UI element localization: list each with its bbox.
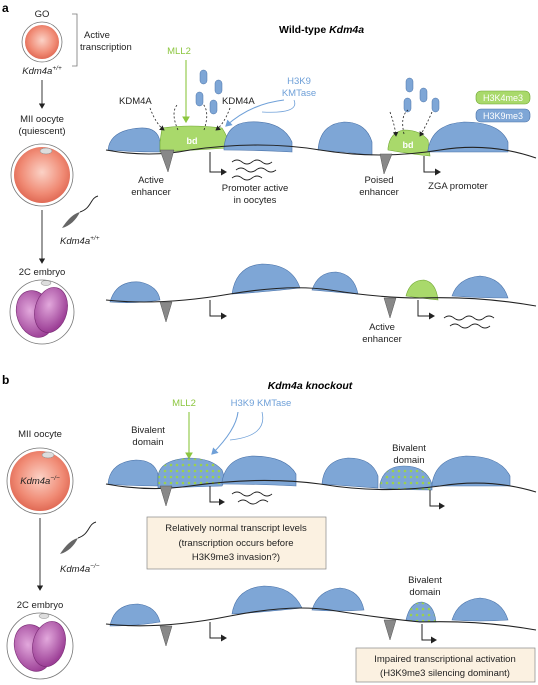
promoter-active-2: in oocytes <box>234 195 277 206</box>
kmtase-label-b: H3K9 KMTase <box>231 398 292 409</box>
mii-label-2: (quiescent) <box>19 126 66 137</box>
panel-a-label: a <box>2 1 9 15</box>
sperm-b <box>60 521 97 554</box>
active-transcription-label-2: transcription <box>80 42 132 53</box>
chromatin-b-bottom <box>105 585 537 647</box>
cell-genotype-b: Kdm4a−/− <box>20 475 60 487</box>
go-oocyte <box>21 21 63 63</box>
legend-h3k4me3-swatch <box>475 90 531 105</box>
chromatin-b-top <box>105 455 537 507</box>
transcripts-b1 <box>231 491 273 505</box>
active-transcription-label-1: Active <box>84 30 110 41</box>
box1-line-1: Relatively normal transcript levels <box>165 523 307 534</box>
promoter-arrow-b4 <box>421 624 437 644</box>
kdm4a-left-label: KDM4A <box>119 96 152 107</box>
poised-enhancer-1: Poised <box>364 175 393 186</box>
promoter-arrow-b1 <box>209 486 225 506</box>
kmtase-arrow-a2 <box>261 99 296 113</box>
poised-enhancer-2: enhancer <box>359 187 399 198</box>
panel-b-label: b <box>2 373 9 387</box>
panel-b-title: Kdm4a knockout <box>268 380 353 392</box>
promoter-arrow-a4 <box>417 300 435 320</box>
bivalent-mid-1: Bivalent <box>392 443 426 454</box>
mii-label-b: MII oocyte <box>18 429 62 440</box>
active-transcription-bracket <box>72 13 78 67</box>
promoter-arrow-b2 <box>429 490 445 510</box>
box1-line-3: H3K9me3 invasion?) <box>192 552 280 563</box>
bivalent-left-2: domain <box>132 437 163 448</box>
active-enhancer-a2-1: Active <box>369 322 395 333</box>
twoc-embryo-b <box>6 612 74 680</box>
legend-h3k9me3-label: H3K9me3 <box>483 111 523 121</box>
genotype-label: Kdm4a+/+ <box>22 65 62 77</box>
legend-h3k9me3-swatch <box>475 108 531 123</box>
bivalent-low-1: Bivalent <box>408 575 442 586</box>
active-enhancer-a2-2: enhancer <box>362 334 402 345</box>
go-label: GO <box>35 9 50 20</box>
mii-oocyte <box>10 143 74 207</box>
mll2-label-b: MLL2 <box>172 398 196 409</box>
kdm4a-dashed-arrows <box>149 103 433 137</box>
h3k9me3-marks-a <box>195 69 440 115</box>
box1-line-2: (transcription occurs before <box>178 538 293 549</box>
sperm-genotype-a: Kdm4a+/+ <box>60 235 100 247</box>
box2-line-2: (H3K9me3 silencing dominant) <box>380 668 510 679</box>
sperm-genotype-b: Kdm4a−/− <box>60 563 100 575</box>
twoc-embryo-a <box>9 279 75 345</box>
transcripts-a1 <box>231 159 277 181</box>
mll2-label-a: MLL2 <box>167 46 191 57</box>
kmtase-arrow-a <box>225 99 285 127</box>
legend-h3k4me3-label: H3K4me3 <box>483 93 523 103</box>
bd-label-2: bd <box>403 140 414 150</box>
kmtase-label-a-2: KMTase <box>282 88 316 99</box>
bivalent-low-2: domain <box>409 587 440 598</box>
kmtase-arrow-b <box>211 411 239 455</box>
kmtase-label-a-1: H3K9 <box>287 76 311 87</box>
panel-a-title: Wild-type Kdm4a <box>279 24 364 36</box>
zga-promoter-label: ZGA promoter <box>428 181 488 192</box>
sperm-a <box>62 195 99 228</box>
promoter-arrow-b3 <box>209 622 227 642</box>
active-enhancer-a-1: Active <box>138 175 164 186</box>
mii-label-1: MII oocyte <box>20 114 64 125</box>
box-impaired-activation <box>355 647 536 683</box>
box-normal-transcripts <box>146 516 327 570</box>
promoter-arrow-a2 <box>423 156 441 176</box>
twoc-label-b: 2C embryo <box>17 600 63 611</box>
promoter-active-1: Promoter active <box>222 183 289 194</box>
kdm4a-right-label: KDM4A <box>222 96 255 107</box>
box2-line-1: Impaired transcriptional activation <box>374 654 516 665</box>
transcripts-a2 <box>443 315 495 329</box>
bd-label-1: bd <box>187 136 198 146</box>
chromatin-a-bottom <box>105 263 537 323</box>
promoter-arrow-a1 <box>209 152 227 176</box>
bivalent-mid-2: domain <box>393 455 424 466</box>
promoter-arrow-a3 <box>209 300 227 320</box>
active-enhancer-a-2: enhancer <box>131 187 171 198</box>
kmtase-arrow-b2 <box>229 411 264 441</box>
twoc-label-a: 2C embryo <box>19 267 65 278</box>
bivalent-left-1: Bivalent <box>131 425 165 436</box>
chromatin-a-top <box>105 121 537 175</box>
mii-oocyte-b <box>6 447 74 515</box>
